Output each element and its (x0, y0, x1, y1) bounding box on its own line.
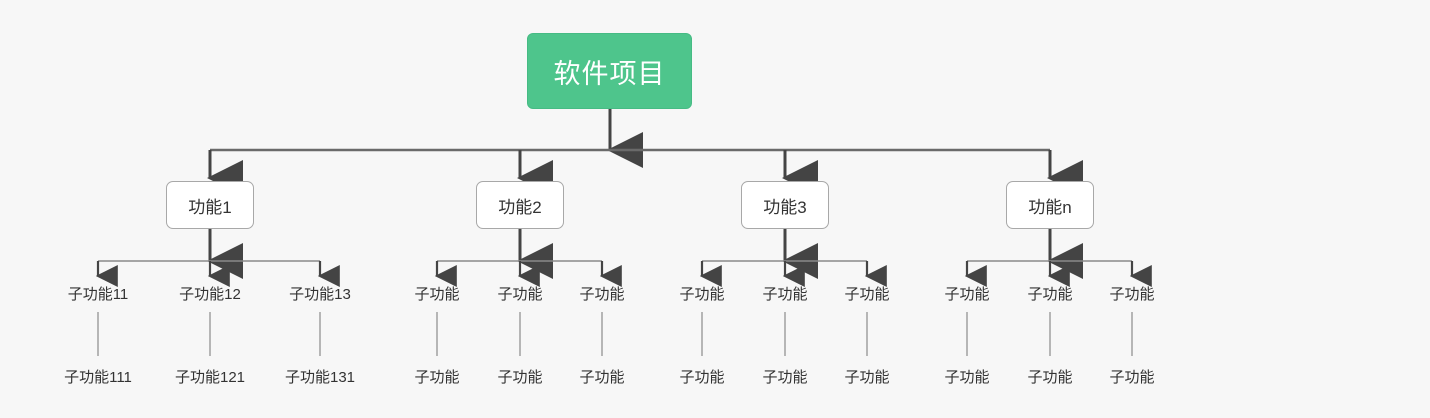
function-node-3-label: 功能3 (763, 197, 807, 217)
subfunction-node[interactable]: 子功能 (497, 286, 543, 303)
function-node-n-label: 功能n (1028, 197, 1072, 217)
subfunction-leaf-node[interactable]: 子功能 (1109, 369, 1155, 386)
root-node-label: 软件项目 (553, 58, 666, 89)
function-node-2[interactable]: 功能2 (476, 181, 564, 229)
subfunction-leaf-node[interactable]: 子功能131 (284, 369, 356, 386)
subfunction-leaf-node[interactable]: 子功能 (579, 369, 625, 386)
subfunction-node[interactable]: 子功能 (1027, 286, 1073, 303)
subfunction-node[interactable]: 子功能 (414, 286, 460, 303)
function-node-2-label: 功能2 (498, 197, 542, 217)
subfunction-leaf-node[interactable]: 子功能 (762, 369, 808, 386)
function-node-1[interactable]: 功能1 (166, 181, 254, 229)
subfunction-leaf-node[interactable]: 子功能 (1027, 369, 1073, 386)
subfunction-leaf-node[interactable]: 子功能 (844, 369, 890, 386)
subfunction-leaf-node[interactable]: 子功能 (497, 369, 543, 386)
subfunction-node[interactable]: 子功能 (679, 286, 725, 303)
subfunction-node[interactable]: 子功能 (1109, 286, 1155, 303)
subfunction-node[interactable]: 子功能 (762, 286, 808, 303)
subfunction-node[interactable]: 子功能 (579, 286, 625, 303)
subfunction-leaf-node[interactable]: 子功能111 (64, 369, 132, 386)
subfunction-leaf-node[interactable]: 子功能121 (174, 369, 246, 386)
subfunction-node[interactable]: 子功能11 (67, 286, 129, 303)
subfunction-leaf-node[interactable]: 子功能 (944, 369, 990, 386)
function-node-n[interactable]: 功能n (1006, 181, 1094, 229)
subfunction-node[interactable]: 子功能13 (289, 286, 351, 303)
subfunction-leaf-node[interactable]: 子功能 (414, 369, 460, 386)
root-node-software-project[interactable]: 软件项目 (527, 33, 692, 109)
subfunction-node[interactable]: 子功能 (844, 286, 890, 303)
subfunction-node[interactable]: 子功能12 (179, 286, 241, 303)
function-node-1-label: 功能1 (188, 197, 232, 217)
function-node-3[interactable]: 功能3 (741, 181, 829, 229)
subfunction-leaf-node[interactable]: 子功能 (679, 369, 725, 386)
subfunction-node[interactable]: 子功能 (944, 286, 990, 303)
